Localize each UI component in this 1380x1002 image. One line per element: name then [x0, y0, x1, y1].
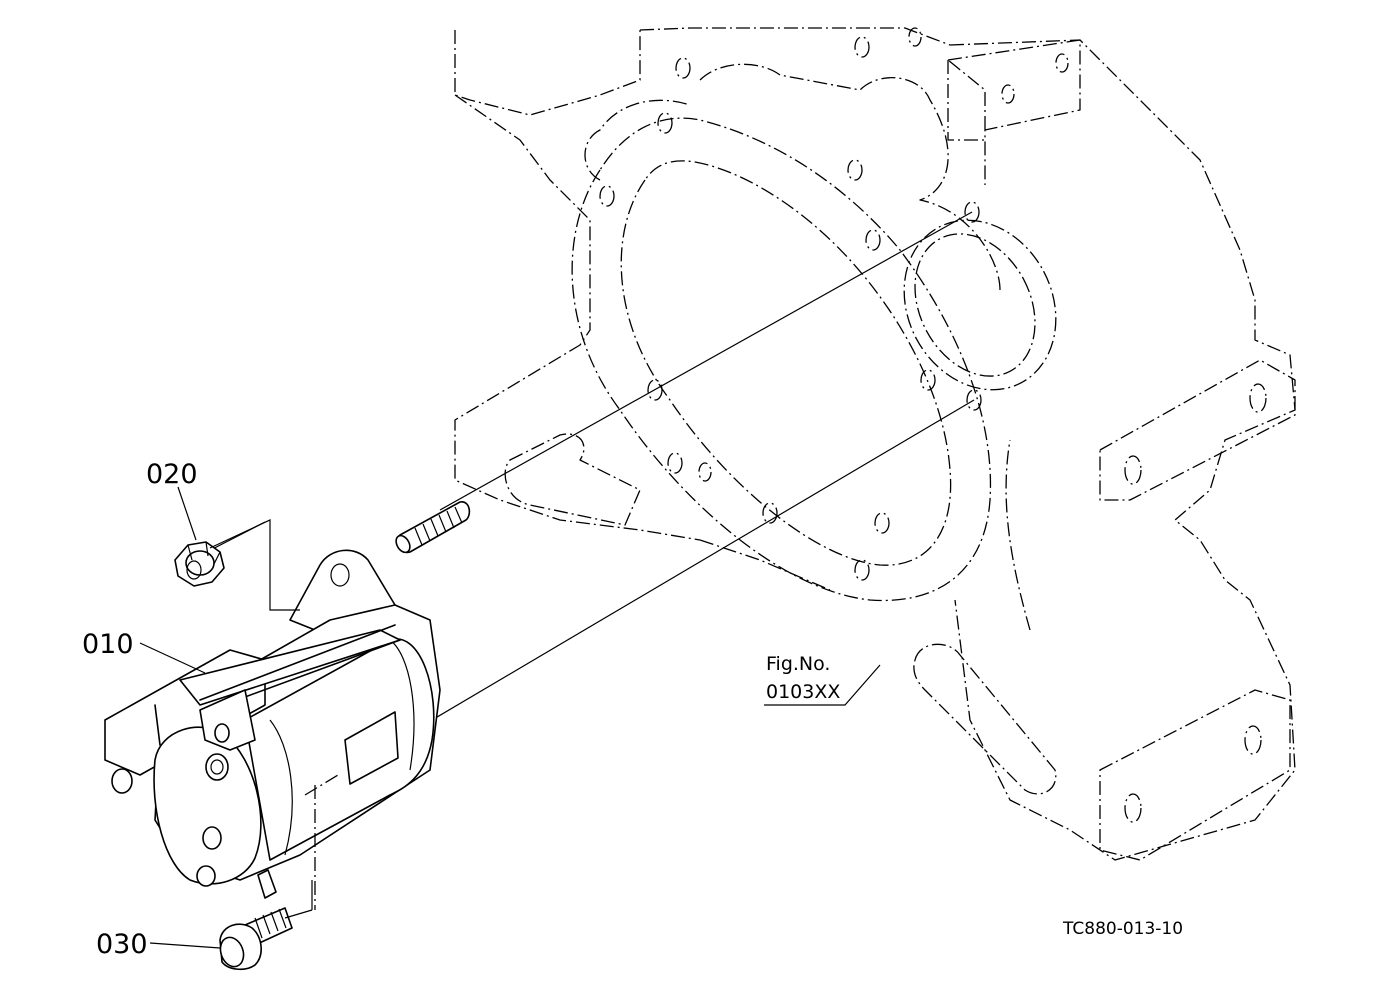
flywheel-housing: [454, 27, 1296, 861]
bolt-030: [219, 880, 313, 971]
callout-010: 010: [82, 629, 134, 660]
figure-reference-number: 0103XX: [766, 681, 840, 703]
stud-bolt: [395, 501, 471, 554]
drawing-number: TC880-013-10: [1062, 919, 1183, 939]
starter-motor-010: [104, 549, 441, 910]
flange-bolt-holes: [599, 27, 1267, 823]
figure-reference-label: Fig.No.: [766, 653, 830, 675]
nut-020: [174, 541, 225, 587]
callout-030: 030: [96, 929, 148, 960]
callout-020: 020: [146, 459, 198, 490]
leader-lines: [139, 486, 881, 949]
